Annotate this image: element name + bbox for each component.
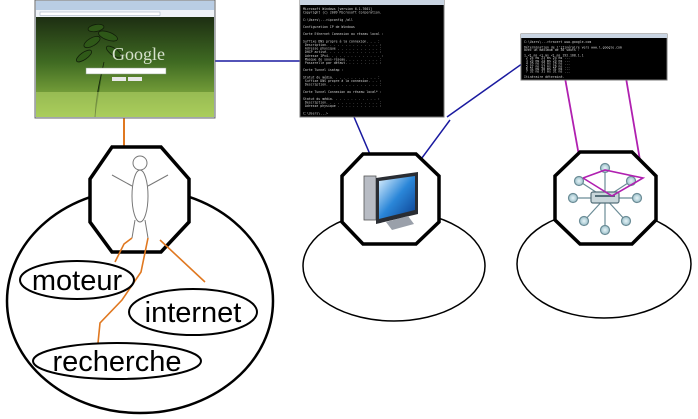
terminal-1-line: Microsoft Windows [version 6.1.7601] bbox=[303, 7, 372, 11]
terminal-2-line: 6 31 ms 30 ms 31 ms ... bbox=[524, 67, 570, 71]
terminal-1-line: C:\Users\...>ipconfig /all bbox=[303, 18, 353, 22]
terminal-2-line: 1 <1 ms <1 ms <1 ms 192.168.1.1 bbox=[524, 54, 584, 58]
terminal-1-line: Carte Tunnel Connexion au réseau local* … bbox=[303, 90, 382, 94]
terminal-2-line: 7 32 ms 31 ms 31 ms ... bbox=[524, 70, 570, 74]
router-loop bbox=[582, 169, 646, 197]
person-concept: moteur internet recherche bbox=[5, 145, 275, 415]
browser-thumbnail: Google bbox=[34, 0, 216, 119]
terminal-1-line: Copyright (c) 2009 Microsoft Corporation… bbox=[303, 11, 382, 15]
svg-text:C:\Users\...>tracert www.googl: C:\Users\...>tracert www.google.com Déte… bbox=[524, 40, 622, 79]
terminal-2-line: 5 27 ms 27 ms 26 ms ... bbox=[524, 64, 570, 68]
terminal-window-2: C:\Users\...>tracert www.google.com Déte… bbox=[520, 33, 668, 81]
terminal-1-line: Configuration IP de Windows bbox=[303, 25, 355, 29]
person-octagon bbox=[88, 145, 191, 254]
computer-icon bbox=[363, 172, 418, 230]
terminal-to-terminal-line bbox=[446, 55, 534, 118]
hub-icon bbox=[567, 162, 643, 236]
bubble-recherche bbox=[32, 342, 202, 380]
terminal-1-line: Description. . . . . . . . . . . . . . : bbox=[303, 101, 382, 105]
terminal-1-line: Statut du média. . . . . . . . . . . . : bbox=[303, 75, 380, 79]
computer-concept bbox=[302, 152, 486, 322]
link-recherche bbox=[97, 237, 149, 344]
terminal-2-line: Détermination de l'itinéraire vers www.l… bbox=[524, 45, 622, 49]
terminal-1-line: Description. . . . . . . . . . . . . . : bbox=[303, 43, 382, 47]
label-moteur: moteur bbox=[32, 265, 123, 297]
link-moteur bbox=[114, 237, 133, 263]
bubble-internet bbox=[128, 288, 258, 336]
terminal-1-line: Statut du média. . . . . . . . . . . . : bbox=[303, 97, 380, 101]
network-concept bbox=[516, 150, 692, 319]
terminal-1-line: Adresse physique . . . . . . . . . . . : bbox=[303, 47, 382, 51]
terminal-2-line: 3 25 ms 24 ms 25 ms ... bbox=[524, 59, 570, 63]
terminal-1-line: Adresse IPv4. . . . . . . . . . . . . . … bbox=[303, 54, 384, 58]
terminal-1-line: Description. . . . . . . . . . . . . . : bbox=[303, 83, 382, 87]
link-internet bbox=[159, 239, 206, 283]
terminal-1-line: DHCP activé. . . . . . . . . . . . . . : bbox=[303, 50, 382, 54]
terminal-2-line: avec un maximum de 30 sauts : bbox=[524, 48, 580, 52]
bubble-moteur bbox=[19, 260, 135, 300]
terminal-2-line: Itinéraire déterminé. bbox=[524, 75, 564, 79]
terminal-1-line: C:\Users\...> bbox=[303, 111, 328, 115]
terminal-2-line: 4 26 ms 25 ms 26 ms ... bbox=[524, 62, 570, 66]
terminal-1-line: Passerelle par défaut. . . . . . . . . : bbox=[303, 61, 382, 65]
terminal-1-line: Adresse physique . . . . . . . . . . . : bbox=[303, 104, 382, 108]
google-logo-text: Google bbox=[112, 44, 165, 64]
terminal-1-line: Carte Tunnel isatap : bbox=[303, 68, 343, 72]
terminal-1-line: Masque de sous-réseau. . . . . . . . . : bbox=[303, 57, 382, 61]
terminal-window-1: Microsoft Windows [version 6.1.7601]Copy… bbox=[299, 0, 445, 118]
search-box bbox=[85, 67, 167, 75]
terminal-1-line: Suffixe DNS propre à la connexion. . . : bbox=[303, 79, 382, 83]
terminal-1-line: Suffixe DNS propre à la connexion. . . : bbox=[303, 39, 380, 43]
terminal-2-line: C:\Users\...>tracert www.google.com bbox=[524, 40, 591, 44]
svg-text:Microsoft Windows [version 6.1: Microsoft Windows [version 6.1.7601]Copy… bbox=[303, 7, 384, 115]
person-icon bbox=[111, 155, 169, 239]
label-recherche: recherche bbox=[53, 346, 182, 378]
terminal-1-line: Carte Ethernet Connexion au réseau local… bbox=[303, 32, 384, 36]
label-internet: internet bbox=[145, 297, 242, 329]
terminal-2-line: 2 24 ms 23 ms 24 ms ... bbox=[524, 56, 570, 60]
